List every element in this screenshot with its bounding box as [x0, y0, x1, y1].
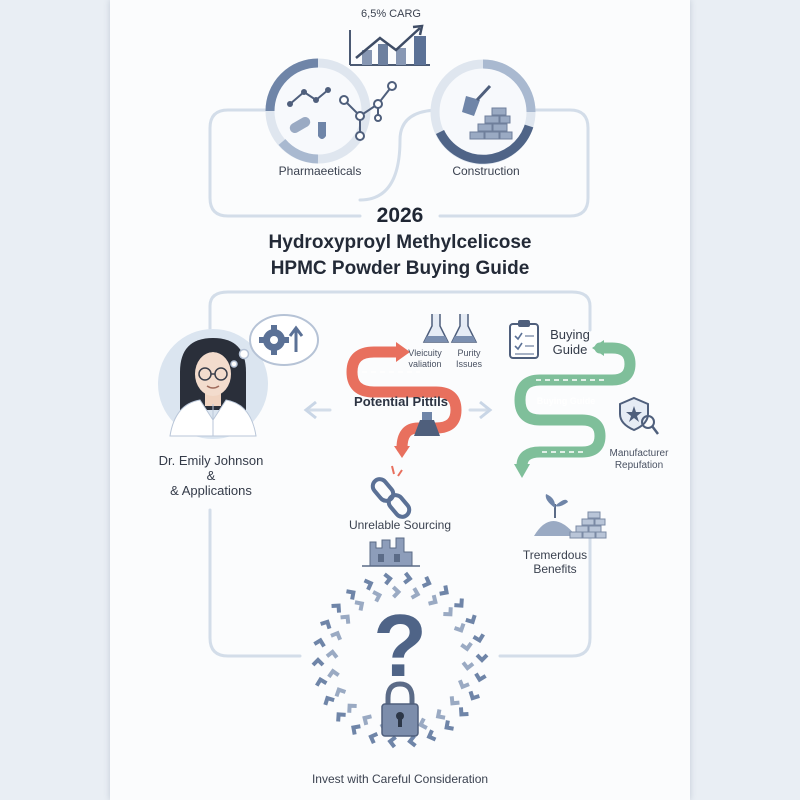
chevron-mark	[460, 641, 473, 652]
buying-guide-path-label: Buying Guide	[536, 396, 596, 406]
chevron-mark	[340, 614, 351, 624]
ruined-building-icon	[362, 537, 420, 567]
chevron-mark	[347, 703, 357, 713]
chevron-mark	[461, 661, 475, 671]
growth-rate-label: 6,5% CARG	[361, 8, 421, 20]
chevron-mark	[410, 587, 421, 600]
reputation-label-line1: Manufacturer	[609, 448, 669, 459]
pharmaceuticals-label: Pharmaeeticals	[278, 164, 362, 178]
construction-label: Construction	[452, 164, 520, 178]
chevron-mark	[351, 724, 361, 735]
chevron-mark	[428, 594, 438, 606]
question-mark-icon: ?	[373, 596, 427, 695]
chevron-mark	[426, 729, 437, 742]
chevron-mark	[362, 714, 372, 726]
chevron-mark	[363, 578, 374, 591]
chevron-mark	[474, 672, 487, 683]
chevron-mark	[443, 607, 453, 617]
chevron-mark	[417, 717, 428, 730]
chevron-mark	[407, 734, 417, 748]
page-subtitle: HPMC Powder Buying Guide	[270, 258, 530, 279]
reputation-shield-icon	[619, 396, 659, 435]
right-arrow-icon	[479, 400, 493, 420]
chevron-mark	[383, 572, 393, 586]
padlock-icon	[381, 681, 419, 737]
gear-thought-bubble-icon	[230, 314, 319, 368]
viscosity-label-line2: valiation	[408, 359, 442, 369]
purity-label: Purity Issues	[446, 348, 492, 370]
flask-icon-viscosity	[422, 314, 450, 343]
chevron-mark	[315, 676, 328, 687]
reputation-label-line2: Repufation	[614, 460, 664, 471]
chevron-mark	[453, 622, 466, 633]
flask-icon-purity	[450, 314, 478, 343]
chevron-mark	[334, 687, 347, 698]
clipboard-checklist-icon	[509, 320, 539, 359]
pitfalls-title: Potential Pittils	[354, 394, 448, 409]
reputation-label: Manufacturer Repufation	[596, 448, 682, 472]
expert-amp: &	[206, 468, 216, 483]
left-arrow-icon	[303, 400, 317, 420]
chevron-mark	[454, 598, 464, 608]
chevron-mark	[325, 649, 339, 659]
benefits-label: Tremerdous Benefits	[510, 548, 600, 576]
chevron-mark	[368, 731, 379, 744]
unreliable-sourcing-label: Unrelable Sourcing	[348, 518, 452, 532]
chevron-mark	[313, 637, 326, 648]
chevron-mark	[439, 585, 449, 596]
viscosity-label: Vleicuity valiation	[398, 348, 452, 370]
buying-guide-title: Buying Guide	[550, 327, 590, 357]
chevron-ring-icon	[311, 571, 489, 749]
chevron-mark	[475, 653, 489, 663]
svg-text:?: ?	[373, 596, 427, 695]
chevron-mark	[472, 633, 485, 644]
title-year: 2026	[376, 204, 424, 227]
benefits-label-line1: Tremerdous	[522, 548, 588, 562]
pitfalls-path-icon	[346, 342, 462, 458]
expert-subtitle: & Applications	[170, 483, 252, 498]
chevron-mark	[458, 679, 470, 690]
chevron-mark	[449, 696, 460, 706]
chevron-mark	[468, 690, 480, 701]
viscosity-label-line1: Vleicuity	[408, 348, 442, 358]
page-title: Hydroxyproyl Methylcelicose	[268, 232, 532, 253]
molecule-icon	[339, 81, 397, 141]
chevron-mark	[336, 712, 346, 722]
chevron-mark	[465, 614, 477, 625]
chevron-mark	[421, 576, 432, 589]
pharmaceuticals-ring-icon	[265, 58, 371, 164]
chevron-mark	[458, 707, 469, 717]
chevron-mark	[435, 709, 446, 720]
chevron-mark	[372, 590, 383, 603]
growth-chart-icon	[349, 24, 430, 66]
broken-chain-icon	[370, 465, 412, 519]
construction-ring-icon	[430, 59, 536, 165]
purity-label-line1: Purity	[457, 348, 481, 358]
chevron-mark	[323, 695, 335, 706]
purity-label-line2: Issues	[455, 359, 482, 369]
chevron-mark	[331, 603, 342, 613]
chevron-mark	[403, 571, 413, 585]
chevron-mark	[444, 720, 454, 731]
footer-caption: Invest with Careful Consideration	[311, 772, 489, 786]
chevron-mark	[330, 630, 342, 641]
plant-growth-icon	[534, 494, 607, 539]
benefits-label-line2: Benefits	[533, 562, 577, 576]
chevron-mark	[327, 668, 340, 679]
expert-name: Dr. Emily Johnson	[158, 453, 264, 468]
buying-guide-path-icon	[514, 340, 636, 478]
chevron-mark	[391, 585, 402, 599]
chevron-mark	[311, 657, 325, 667]
chevron-mark	[346, 589, 356, 600]
chevron-mark	[387, 735, 397, 749]
chevron-mark	[354, 600, 365, 611]
chevron-mark	[320, 619, 332, 630]
